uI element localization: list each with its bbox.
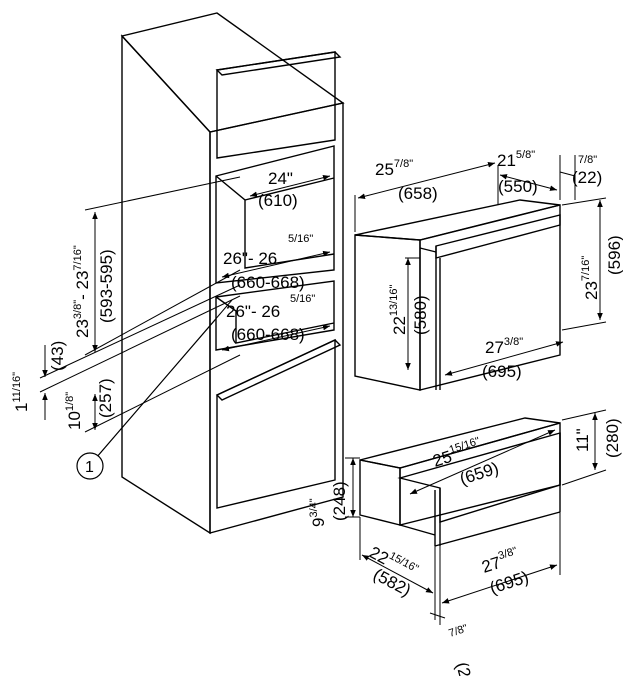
drawer-front-height: 93/4": [308, 498, 328, 527]
drawer-front-depth-mm: (22): [452, 660, 478, 676]
oven-front-depth-mm: (22): [572, 168, 602, 187]
lower-panel: [216, 338, 336, 509]
oven-depth: 273/8": [485, 336, 523, 357]
niche-height: 233/8"- 237/16": [72, 245, 92, 338]
drawer-depth: 273/8": [479, 545, 522, 577]
lower-panel-lip: [215, 339, 342, 401]
niche-width-a-mm: (660-668): [231, 273, 305, 292]
drawer-niche-height-mm: (257): [96, 378, 115, 418]
oven-width: 257/8": [375, 158, 413, 179]
gap-height-mm: (43): [48, 341, 67, 371]
oven-niche: [215, 145, 335, 284]
niche-width-b-frac: 5/16": [290, 293, 315, 305]
oven-height: 237/16": [580, 256, 601, 300]
gap-height: 111/16": [11, 372, 31, 412]
oven-height-mm: (596): [605, 235, 623, 275]
drawer-body-side: [359, 459, 401, 526]
oven-body-mm: (550): [498, 177, 538, 196]
niche-depth-in: 24": [268, 169, 293, 188]
oven-depth-mm: (695): [482, 362, 522, 381]
cabinet-front: [209, 102, 344, 534]
drawer-height: 11": [573, 428, 592, 452]
upper-panel-lip: [215, 51, 342, 76]
oven-dimensions: 257/8" (658) 215/8" (550) 7/8" (22) 237/…: [354, 149, 623, 381]
drawer-front-height-mm: (248): [330, 481, 349, 521]
callout-1: 1: [76, 299, 233, 480]
drawer-front-depth: 7/8": [447, 622, 469, 639]
niche-width-b-in: 26"- 26: [226, 302, 280, 321]
niche-width-a-frac: 5/16": [288, 233, 313, 245]
oven-front-depth: 7/8": [578, 154, 597, 166]
niche-width-b-mm: (660-668): [231, 325, 305, 344]
niche-width-a-in: 26"- 26: [223, 249, 277, 268]
drawer-height-mm: (280): [603, 418, 622, 458]
drawer-niche-height: 101/8": [64, 392, 84, 430]
cabinet-side: [121, 34, 211, 535]
niche-depth-mm: (610): [258, 191, 298, 210]
oven-body: 215/8": [497, 149, 535, 170]
oven-inner-height-mm: (580): [411, 295, 430, 335]
oven-unit: [354, 199, 561, 391]
drawer-dimensions: 2515/16" (659) 11" (280) 93/4" (248) 221…: [308, 409, 622, 676]
niche-height-mm: (593-595): [97, 249, 116, 323]
niche-dimensions: 24" (610) 26"- 26 5/16" (660-668) 26"- 2…: [11, 169, 331, 433]
oven-width-mm: (658): [398, 184, 438, 203]
drawer-niche: [215, 280, 335, 351]
callout-number: 1: [85, 459, 94, 476]
tall-cabinet: [120, 12, 345, 535]
drawer-width-mm: (659): [457, 458, 501, 488]
oven-inner-height: 2213/16": [388, 285, 409, 335]
